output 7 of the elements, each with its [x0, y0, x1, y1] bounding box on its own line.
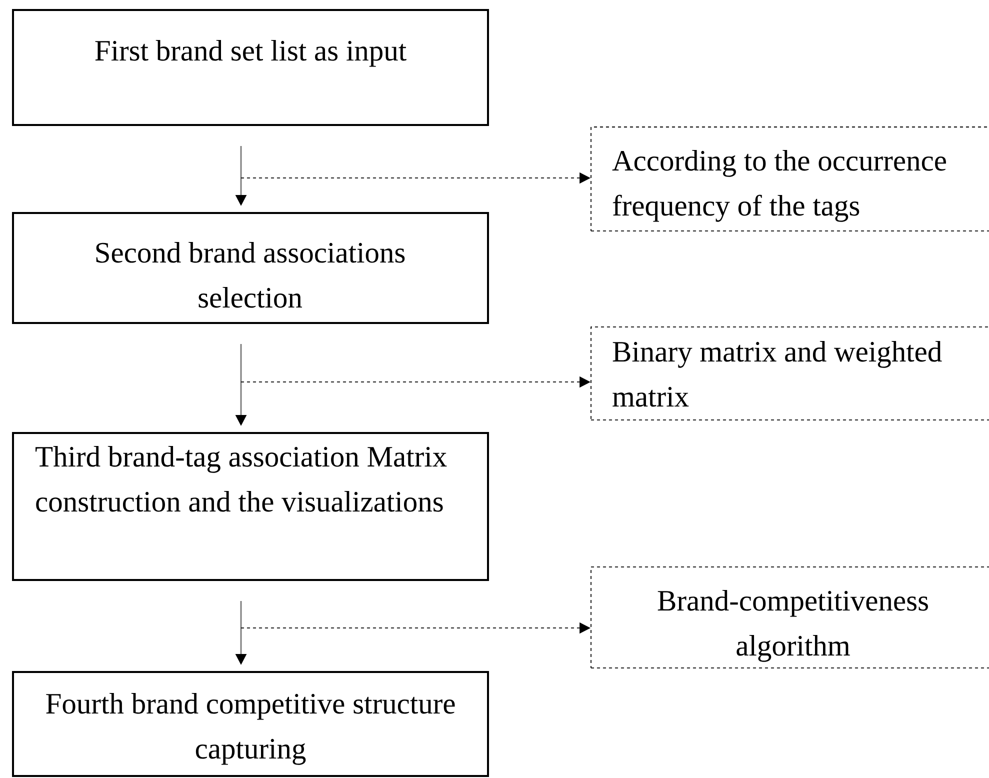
note-box: Binary matrix and weighted matrix: [590, 326, 989, 420]
note-box: According to the occurrence frequency of the tags: [590, 126, 989, 232]
process-box: Third brand-tag association Matrix construction and the visualizations: [12, 432, 489, 581]
process-box: Second brand associations selection: [12, 212, 489, 324]
note-box: Brand-competitiveness algorithm: [590, 566, 989, 668]
process-box: Fourth brand competitive structure capturing: [12, 670, 489, 777]
process-box: First brand set list as input: [12, 8, 489, 126]
